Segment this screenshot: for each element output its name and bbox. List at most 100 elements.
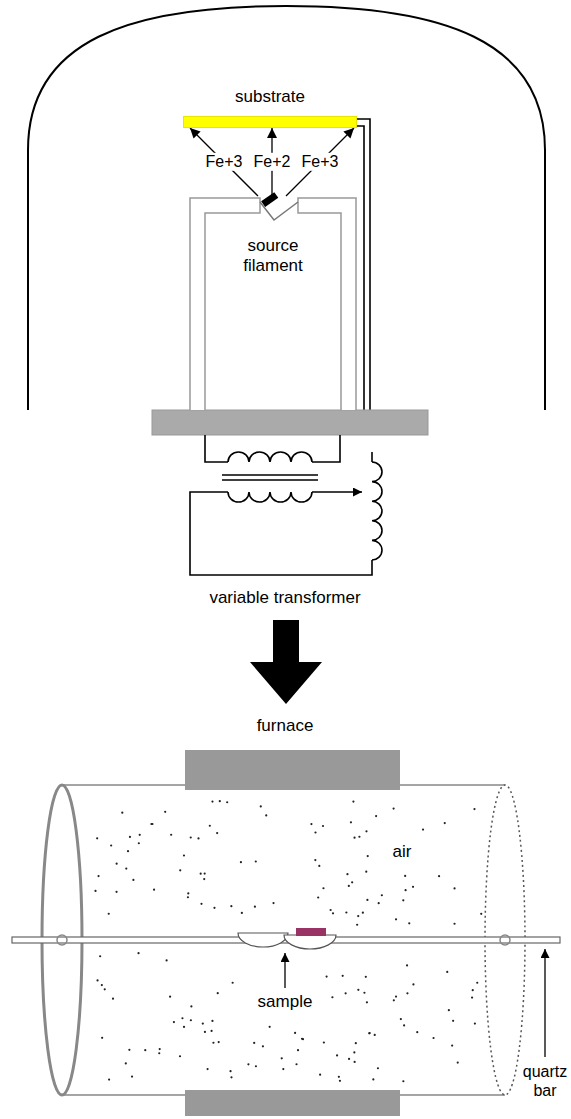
air-dot bbox=[94, 890, 96, 892]
wire bbox=[190, 492, 372, 575]
air-dot bbox=[480, 913, 482, 915]
air-dot bbox=[348, 885, 350, 887]
air-dot bbox=[358, 836, 360, 838]
air-dot bbox=[262, 1045, 264, 1047]
air-dot bbox=[110, 844, 112, 846]
node-heading: substrate bbox=[235, 87, 305, 107]
bell-jar bbox=[28, 6, 545, 410]
air-dot bbox=[101, 1037, 103, 1039]
air-dot bbox=[190, 836, 192, 838]
air-dot bbox=[346, 873, 348, 875]
air-dot bbox=[365, 830, 367, 832]
source-material bbox=[261, 192, 278, 207]
air-dot bbox=[372, 1078, 374, 1080]
part-label: air bbox=[380, 842, 424, 862]
air-dot bbox=[402, 1080, 404, 1082]
air-dot bbox=[403, 1024, 405, 1026]
air-dot bbox=[302, 1038, 304, 1040]
air-dot bbox=[254, 906, 256, 908]
air-dot bbox=[125, 1062, 127, 1064]
air-dot bbox=[96, 979, 98, 981]
part-label: furnace bbox=[230, 716, 340, 736]
air-dot bbox=[97, 875, 99, 877]
air-dot bbox=[422, 828, 424, 830]
air-dot bbox=[395, 996, 397, 998]
air-dot bbox=[203, 878, 205, 880]
air-dot bbox=[169, 996, 171, 998]
part-label: variable transformer bbox=[175, 588, 395, 608]
air-dot bbox=[438, 875, 440, 877]
air-dot bbox=[473, 808, 475, 810]
air-dot bbox=[322, 825, 324, 827]
air-dot bbox=[139, 834, 141, 836]
air-dot bbox=[412, 886, 414, 888]
air-dot bbox=[190, 1005, 192, 1007]
variable-coil bbox=[372, 462, 382, 560]
air-dot bbox=[230, 1076, 232, 1078]
filament-outline bbox=[188, 196, 358, 410]
leader-arrow bbox=[284, 953, 285, 988]
air-dot bbox=[200, 873, 202, 875]
air-dot bbox=[476, 982, 478, 984]
air-dot bbox=[265, 814, 267, 816]
wire bbox=[312, 435, 340, 462]
air-dot bbox=[115, 891, 117, 893]
air-dot bbox=[269, 1026, 271, 1028]
air-dot bbox=[368, 1032, 370, 1034]
air-dot bbox=[297, 1049, 299, 1051]
air-dot bbox=[131, 1075, 133, 1077]
air-dot bbox=[338, 1076, 340, 1078]
filament-holder: source filament bbox=[188, 196, 358, 410]
air-dot bbox=[367, 855, 369, 857]
sample-boat bbox=[238, 933, 288, 947]
air-dot bbox=[365, 976, 367, 978]
air-dot bbox=[108, 913, 110, 915]
air-dot bbox=[170, 834, 172, 836]
air-dot bbox=[375, 815, 377, 817]
air-dot bbox=[400, 1018, 402, 1020]
air-dot bbox=[232, 982, 234, 984]
air-dot bbox=[144, 1049, 146, 1051]
air-dot bbox=[108, 1078, 110, 1080]
air-dot bbox=[357, 915, 359, 917]
air-dot bbox=[362, 912, 364, 914]
air-dot bbox=[197, 837, 199, 839]
air-dot bbox=[101, 984, 103, 986]
air-dot bbox=[247, 1063, 249, 1065]
air-dot bbox=[183, 854, 185, 856]
air-dot bbox=[345, 911, 347, 913]
air-dot bbox=[412, 983, 414, 985]
air-dot bbox=[294, 1032, 296, 1034]
air-dot bbox=[408, 922, 410, 924]
air-dot bbox=[104, 988, 106, 990]
air-dot bbox=[211, 1020, 213, 1022]
air-dot bbox=[451, 1044, 453, 1046]
air-dot bbox=[393, 999, 395, 1001]
air-dot bbox=[318, 865, 320, 867]
air-dot bbox=[272, 902, 274, 904]
air-dot bbox=[317, 896, 319, 898]
filament-post bbox=[190, 198, 260, 410]
air-dot bbox=[393, 808, 395, 810]
air-dot bbox=[369, 1032, 371, 1034]
air-dot bbox=[183, 1026, 185, 1028]
air-dot bbox=[351, 881, 353, 883]
air-dot bbox=[202, 1022, 204, 1024]
air-dot bbox=[190, 1019, 192, 1021]
ion-label: Fe+2 bbox=[252, 153, 293, 171]
air-dot bbox=[181, 1017, 183, 1019]
air-dot bbox=[240, 861, 242, 863]
air-dot bbox=[323, 1041, 325, 1043]
air-dot bbox=[432, 1037, 434, 1039]
air-dot bbox=[474, 1022, 476, 1024]
ion-label: Fe+3 bbox=[204, 153, 245, 171]
flux-arrow bbox=[271, 128, 272, 196]
air-dot bbox=[336, 1054, 338, 1056]
air-dot bbox=[365, 871, 367, 873]
air-dot bbox=[129, 836, 131, 838]
air-dot bbox=[330, 909, 332, 911]
part-label: sample bbox=[240, 992, 330, 1012]
air-dot bbox=[363, 992, 365, 994]
